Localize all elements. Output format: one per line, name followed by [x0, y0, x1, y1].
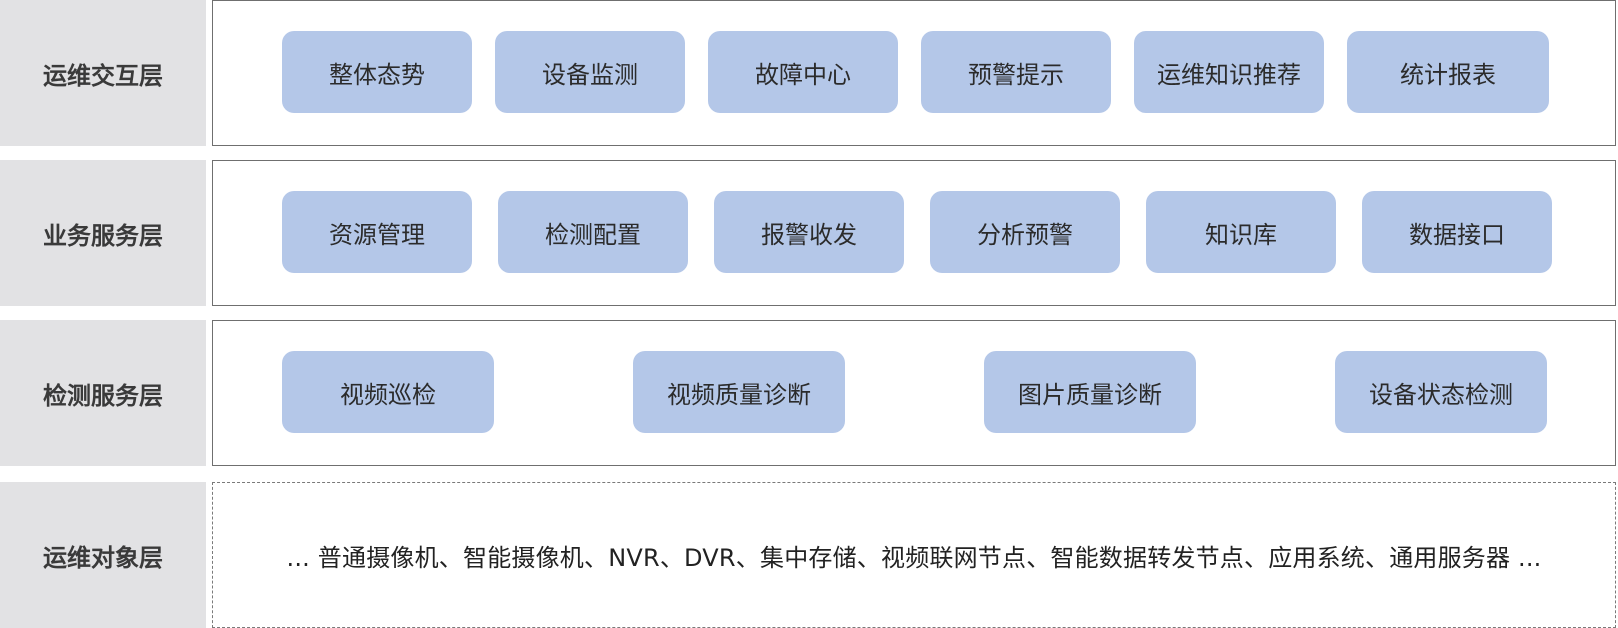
module-om-knowledge-recommend: 运维知识推荐 — [1134, 31, 1324, 113]
module-resource-management: 资源管理 — [282, 191, 472, 273]
module-device-status-detection: 设备状态检测 — [1335, 351, 1547, 433]
module-statistics-report: 统计报表 — [1347, 31, 1549, 113]
module-knowledge-base: 知识库 — [1146, 191, 1336, 273]
module-overall-situation: 整体态势 — [282, 31, 472, 113]
module-data-interface: 数据接口 — [1362, 191, 1552, 273]
layer-panel-interaction: 整体态势 设备监测 故障中心 预警提示 运维知识推荐 统计报表 — [212, 0, 1616, 146]
layer-label-business: 业务服务层 — [0, 160, 206, 306]
module-image-quality-diagnosis: 图片质量诊断 — [984, 351, 1196, 433]
layer-label-objects: 运维对象层 — [0, 482, 206, 628]
module-detection-config: 检测配置 — [498, 191, 688, 273]
layer-panel-detection: 视频巡检 视频质量诊断 图片质量诊断 设备状态检测 — [212, 320, 1616, 466]
layer-panel-objects: ... 普通摄像机、智能摄像机、NVR、DVR、集中存储、视频联网节点、智能数据… — [212, 482, 1616, 628]
module-fault-center: 故障中心 — [708, 31, 898, 113]
module-alarm-transceive: 报警收发 — [714, 191, 904, 273]
layer-panel-business: 资源管理 检测配置 报警收发 分析预警 知识库 数据接口 — [212, 160, 1616, 306]
module-video-patrol: 视频巡检 — [282, 351, 494, 433]
layer-label-detection: 检测服务层 — [0, 320, 206, 466]
objects-list-text: ... 普通摄像机、智能摄像机、NVR、DVR、集中存储、视频联网节点、智能数据… — [286, 543, 1542, 572]
module-device-monitoring: 设备监测 — [495, 31, 685, 113]
module-video-quality-diagnosis: 视频质量诊断 — [633, 351, 845, 433]
layer-label-interaction: 运维交互层 — [0, 0, 206, 146]
module-analysis-warning: 分析预警 — [930, 191, 1120, 273]
module-early-warning-tips: 预警提示 — [921, 31, 1111, 113]
